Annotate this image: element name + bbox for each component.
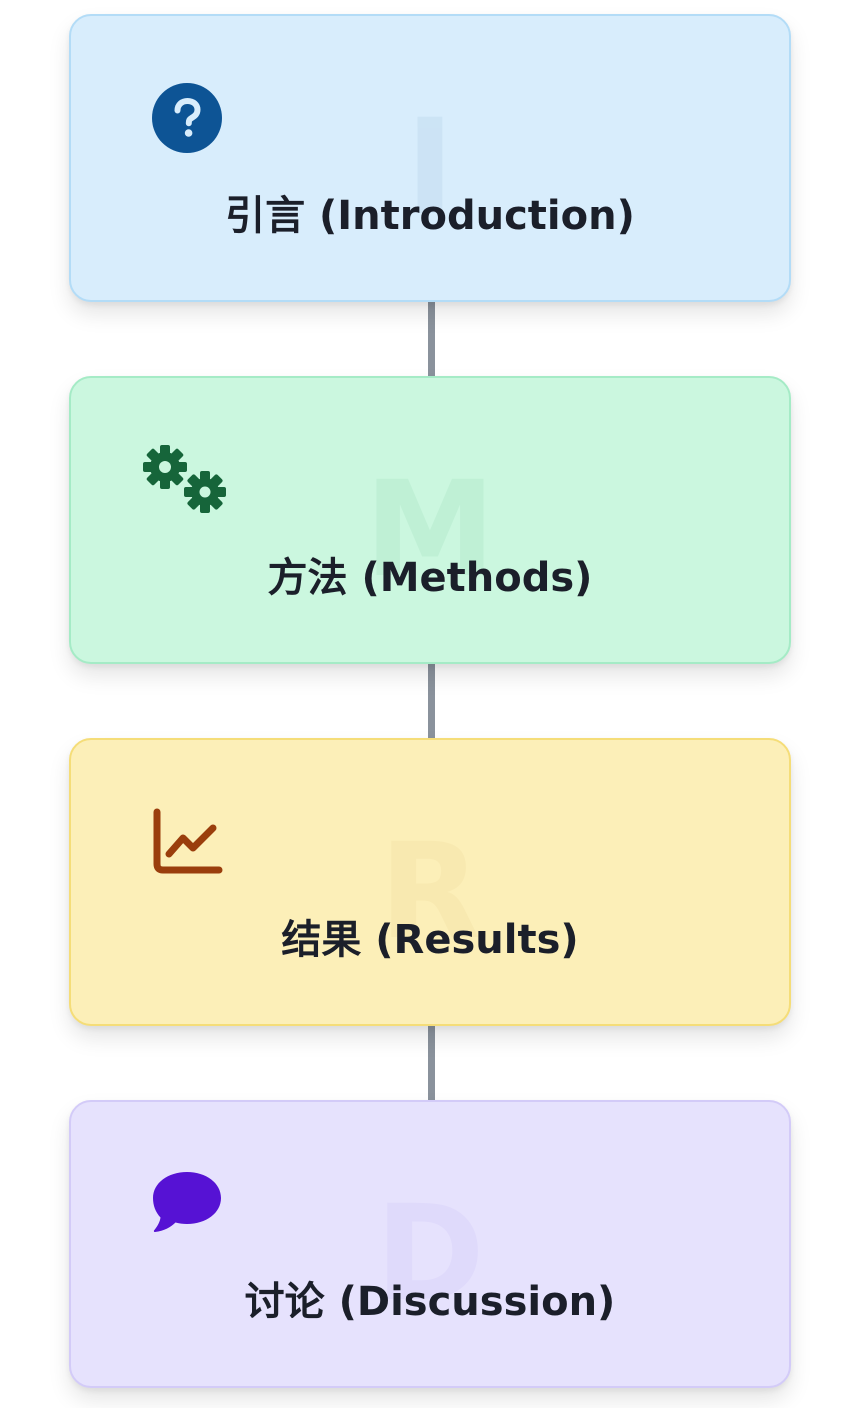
section-card-discussion: D 讨论 (Discussion) bbox=[69, 1100, 791, 1388]
question-circle-icon bbox=[149, 80, 225, 156]
section-title: 引言 (Introduction) bbox=[225, 193, 635, 239]
speech-bubble-icon bbox=[149, 1166, 225, 1242]
section-card-results: R 结果 (Results) bbox=[69, 738, 791, 1026]
gears-icon bbox=[143, 442, 233, 518]
connector-results-discussion bbox=[428, 1024, 435, 1104]
section-title: 结果 (Results) bbox=[281, 917, 579, 963]
section-card-introduction: I 引言 (Introduction) bbox=[69, 14, 791, 302]
section-card-methods: M bbox=[69, 376, 791, 664]
section-title: 方法 (Methods) bbox=[267, 555, 593, 601]
section-title: 讨论 (Discussion) bbox=[244, 1279, 616, 1325]
connector-methods-results bbox=[428, 662, 435, 742]
connector-intro-methods bbox=[428, 300, 435, 380]
line-chart-icon bbox=[149, 804, 225, 880]
